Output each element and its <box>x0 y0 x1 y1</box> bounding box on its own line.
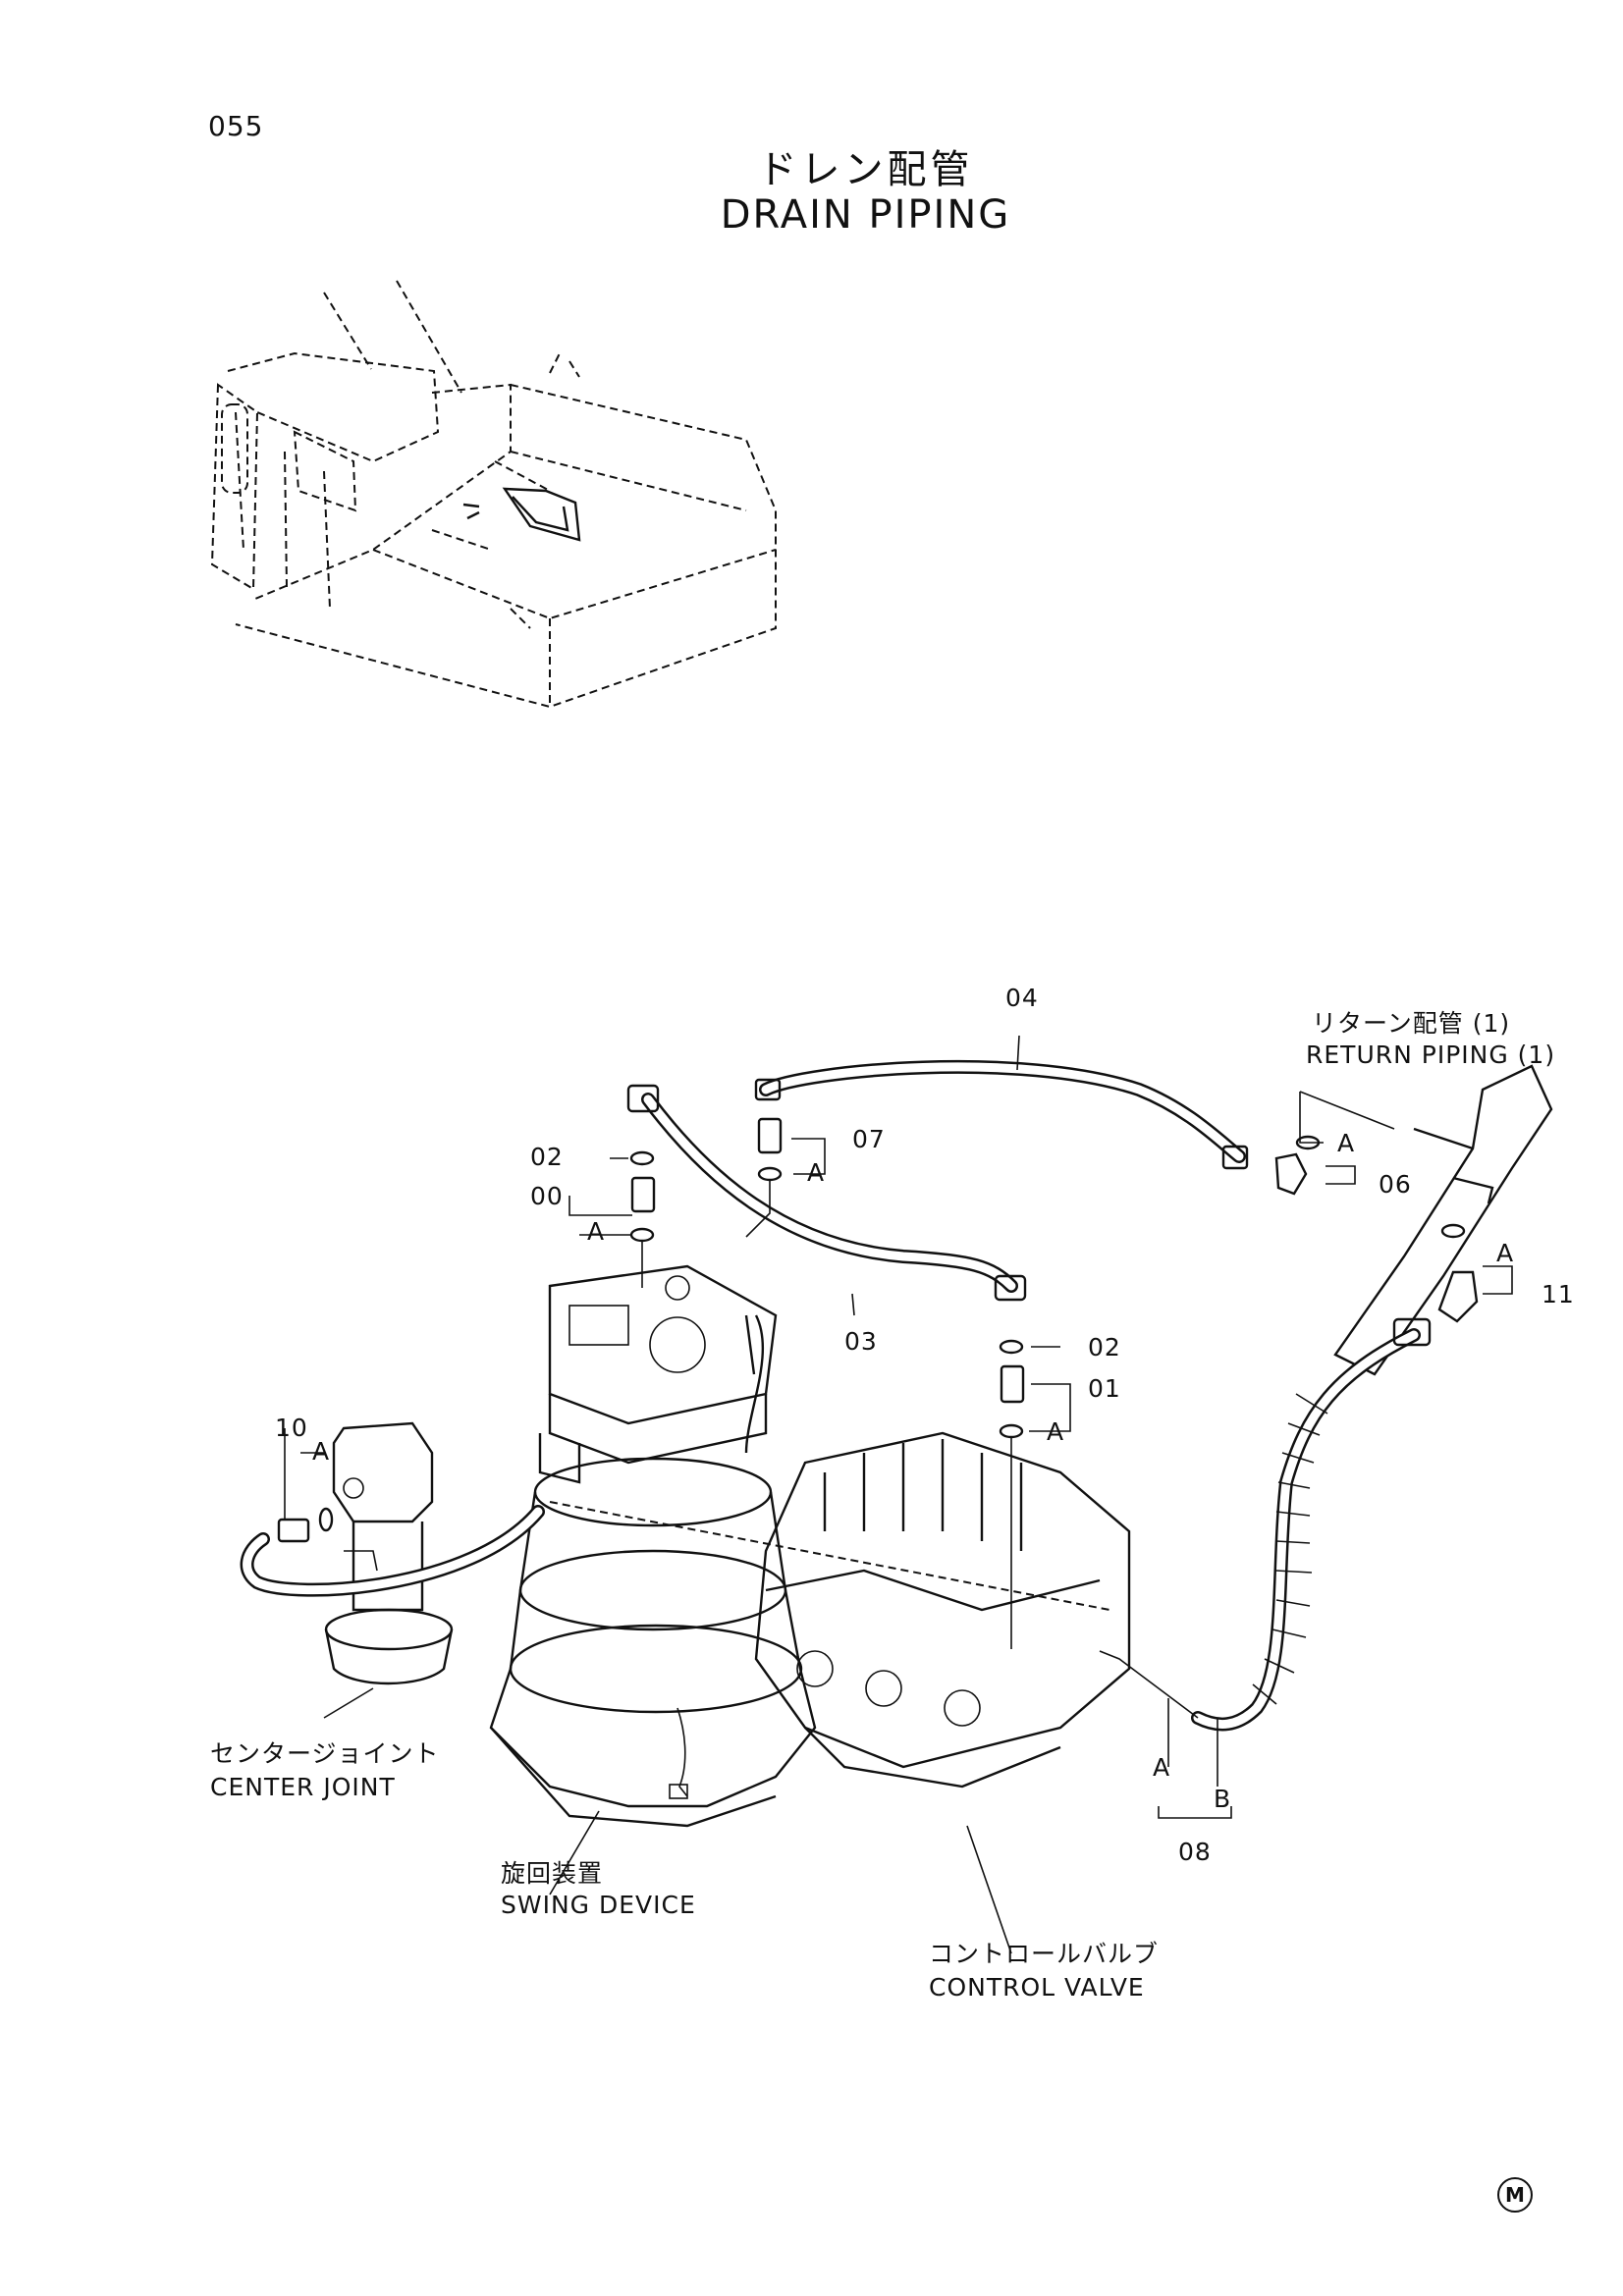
part-label-08: 08 <box>1178 1838 1212 1866</box>
swing-device-base <box>489 1668 817 1808</box>
adapter-00 <box>630 1176 656 1213</box>
adapter-01 <box>1000 1364 1025 1404</box>
ref-mark-a-07: A <box>807 1158 826 1187</box>
part-label-02-right: 02 <box>1088 1333 1121 1362</box>
part-label-10: 10 <box>275 1414 308 1442</box>
adapter-10 <box>277 1518 310 1543</box>
return-piping <box>1333 1064 1553 1376</box>
center-joint-label-jp: センタージョイント <box>210 1739 440 1768</box>
page-title-english: DRAIN PIPING <box>720 192 1011 238</box>
ref-mark-a-08: A <box>1153 1753 1171 1782</box>
o-ring-02-right <box>999 1339 1024 1355</box>
control-valve-body <box>754 1431 1131 1769</box>
swing-device-label-jp: 旋回装置 <box>501 1859 604 1888</box>
o-ring-a-return <box>1440 1223 1466 1239</box>
hose-03-fitting-bottom <box>994 1274 1027 1302</box>
footer-circled-mark: M <box>1497 2177 1533 2213</box>
return-piping-label-en: RETURN PIPING (1) <box>1306 1041 1556 1069</box>
part-label-02-left: 02 <box>530 1143 564 1171</box>
swing-device-ring-top <box>533 1457 773 1527</box>
ref-mark-a-00: A <box>587 1217 606 1246</box>
control-valve-label-en: CONTROL VALVE <box>929 1973 1145 2002</box>
ref-mark-a-01: A <box>1047 1417 1065 1446</box>
ref-mark-a-11: A <box>1496 1239 1515 1267</box>
hose-04 <box>759 1059 1246 1163</box>
swing-device-label-en: SWING DEVICE <box>501 1891 696 1919</box>
o-ring-a-left <box>629 1227 655 1243</box>
elbow-11 <box>1437 1270 1479 1323</box>
part-label-00: 00 <box>530 1182 564 1210</box>
o-ring-02-left <box>629 1150 655 1166</box>
page-title-japanese: ドレン配管 <box>757 147 974 192</box>
ref-mark-a-06: A <box>1337 1129 1356 1157</box>
hidden-pipe-line <box>549 1501 1110 1611</box>
part-label-01: 01 <box>1088 1374 1121 1403</box>
adapter-07 <box>757 1117 783 1154</box>
control-valve-label-jp: コントロールバルブ <box>929 1940 1160 1968</box>
page-number: 055 <box>208 110 264 142</box>
ref-mark-a-10: A <box>312 1437 331 1466</box>
hose-03-fitting-top <box>626 1084 660 1113</box>
hose-04-fitting-left <box>754 1078 782 1101</box>
return-piping-label-jp: リターン配管 (1) <box>1312 1009 1511 1038</box>
center-joint-head <box>332 1421 434 1523</box>
ref-mark-b-08: B <box>1214 1785 1232 1813</box>
part-label-07: 07 <box>852 1125 886 1153</box>
hose-04-fitting-right <box>1221 1145 1249 1170</box>
elbow-06 <box>1274 1152 1308 1196</box>
part-label-03: 03 <box>844 1327 878 1356</box>
part-label-06: 06 <box>1379 1170 1412 1199</box>
hose-08 <box>1191 1328 1421 1732</box>
part-label-04: 04 <box>1005 984 1039 1012</box>
o-ring-a-01 <box>999 1423 1024 1439</box>
o-ring-a-07 <box>757 1166 783 1182</box>
part-label-11: 11 <box>1542 1280 1575 1308</box>
center-joint-label-en: CENTER JOINT <box>210 1773 396 1801</box>
